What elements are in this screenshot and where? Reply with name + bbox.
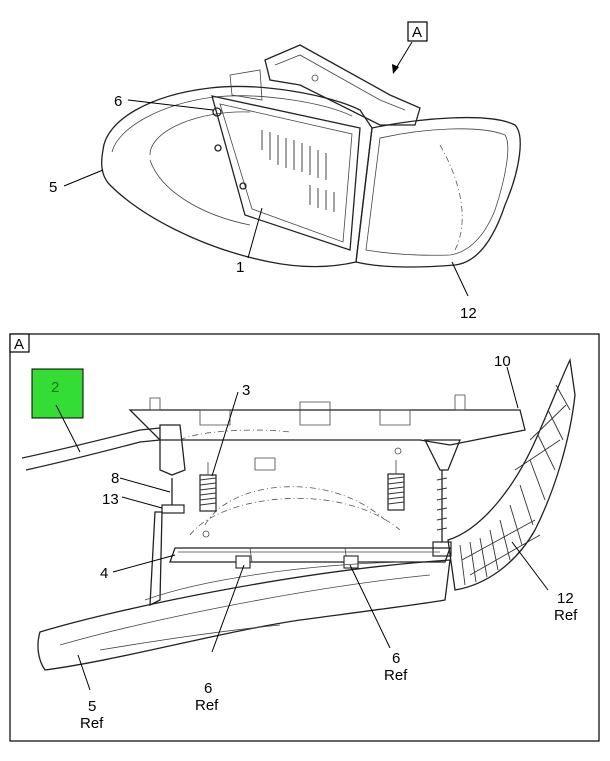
turn-signal-lens-grid xyxy=(459,384,571,586)
view-reference-box xyxy=(407,21,428,42)
highlighted-part-2-box[interactable] xyxy=(31,368,84,419)
callout-5: 5 xyxy=(49,179,57,196)
callout-6-right-ref: Ref xyxy=(384,667,408,684)
callout-8: 8 xyxy=(111,470,119,487)
detail-label: A xyxy=(14,336,24,353)
callout-10: 10 xyxy=(494,353,511,370)
view-reference-label: A xyxy=(412,24,422,41)
callout-12-ref: Ref xyxy=(554,607,578,624)
callout-6-left: 6 xyxy=(204,680,212,697)
callout-12: 12 xyxy=(460,305,477,322)
detail-frame xyxy=(9,333,600,742)
lamp-reflector-hatching xyxy=(261,130,335,212)
adjuster-spring-right xyxy=(387,447,405,511)
callout-5-detail: 5 xyxy=(88,698,96,715)
callout-12-detail: 12 xyxy=(557,590,574,607)
callout-3: 3 xyxy=(242,382,250,399)
callout-6-left-ref: Ref xyxy=(195,697,219,714)
adjuster-spring-left xyxy=(199,462,217,538)
callout-13: 13 xyxy=(102,491,119,508)
callout-1: 1 xyxy=(236,259,244,276)
callout-5-ref: Ref xyxy=(80,715,104,732)
callout-6: 6 xyxy=(114,93,122,110)
detail-label-box xyxy=(9,333,30,353)
highlighted-part-2-label: 2 xyxy=(51,379,59,396)
callout-6-right: 6 xyxy=(392,650,400,667)
detail-view-a: A 2 xyxy=(9,333,600,742)
callout-4: 4 xyxy=(100,565,108,582)
headlamp-assembly-top-view: A xyxy=(49,21,521,322)
